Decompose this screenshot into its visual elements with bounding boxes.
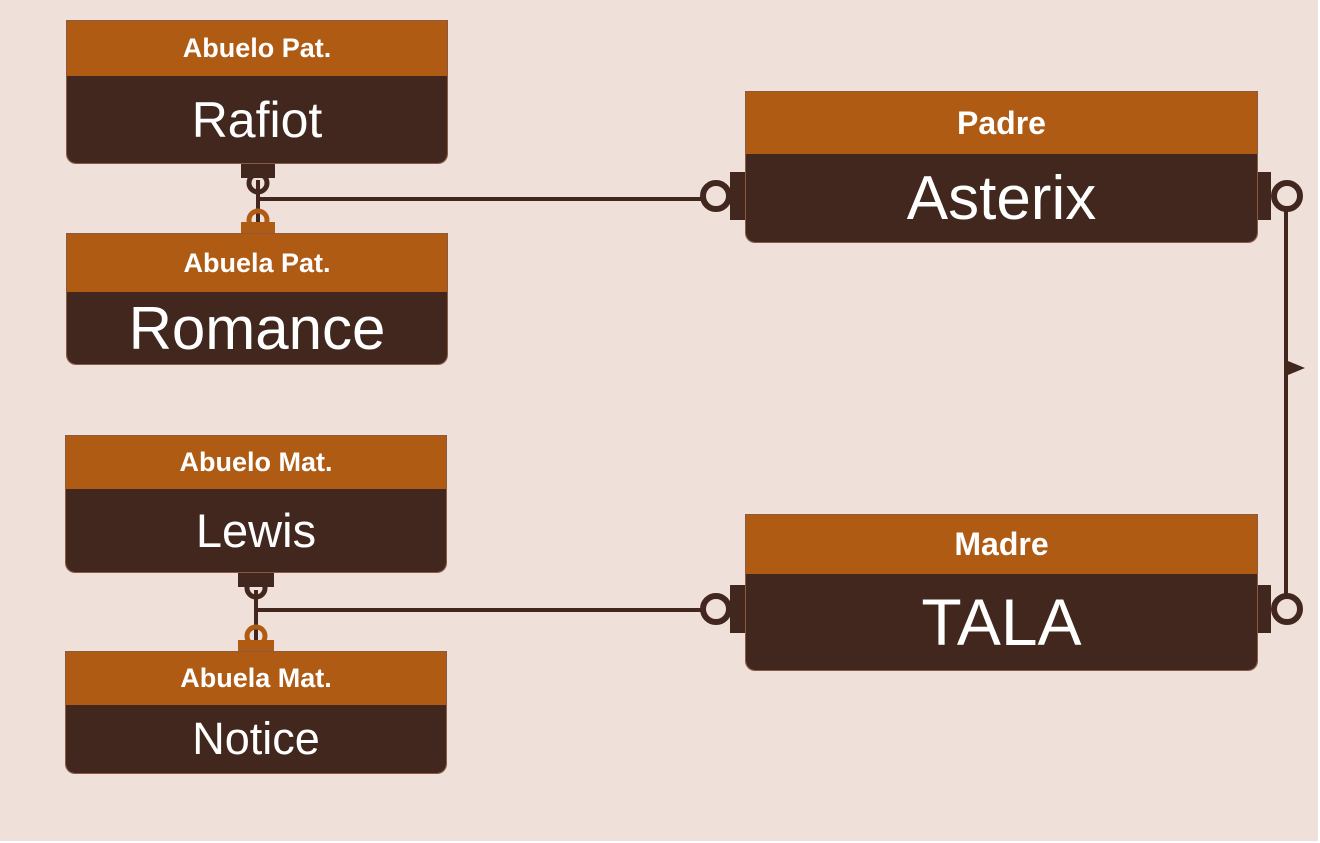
entity-role-label: Abuela Mat. [66,652,446,705]
entity-name-label: Asterix [746,154,1257,242]
entity-name-label: TALA [746,574,1257,670]
entity-abuela-mat[interactable]: Abuela Mat. Notice [66,652,446,773]
entity-abuelo-mat[interactable]: Abuelo Mat. Lewis [66,436,446,572]
entity-padre[interactable]: Padre Asterix [746,92,1257,242]
connector-maternal-to-madre [238,573,746,652]
entity-role-label: Padre [746,92,1257,154]
entity-name-label: Notice [66,705,446,773]
entity-abuelo-pat[interactable]: Abuelo Pat. Rafiot [67,21,447,163]
entity-role-label: Abuela Pat. [67,234,447,292]
entity-madre[interactable]: Madre TALA [746,515,1257,670]
entity-role-label: Abuelo Mat. [66,436,446,489]
entity-role-label: Abuelo Pat. [67,21,447,76]
arrow-marker-icon [1288,361,1305,375]
entity-name-label: Rafiot [67,76,447,163]
entity-name-label: Romance [67,292,447,364]
canvas-edge-bottom [0,841,1320,843]
connector-padre-to-madre [1257,172,1305,633]
entity-role-label: Madre [746,515,1257,574]
canvas-edge-right [1318,0,1320,843]
entity-abuela-pat[interactable]: Abuela Pat. Romance [67,234,447,364]
connector-paternal-to-padre [241,163,746,234]
entity-name-label: Lewis [66,489,446,572]
